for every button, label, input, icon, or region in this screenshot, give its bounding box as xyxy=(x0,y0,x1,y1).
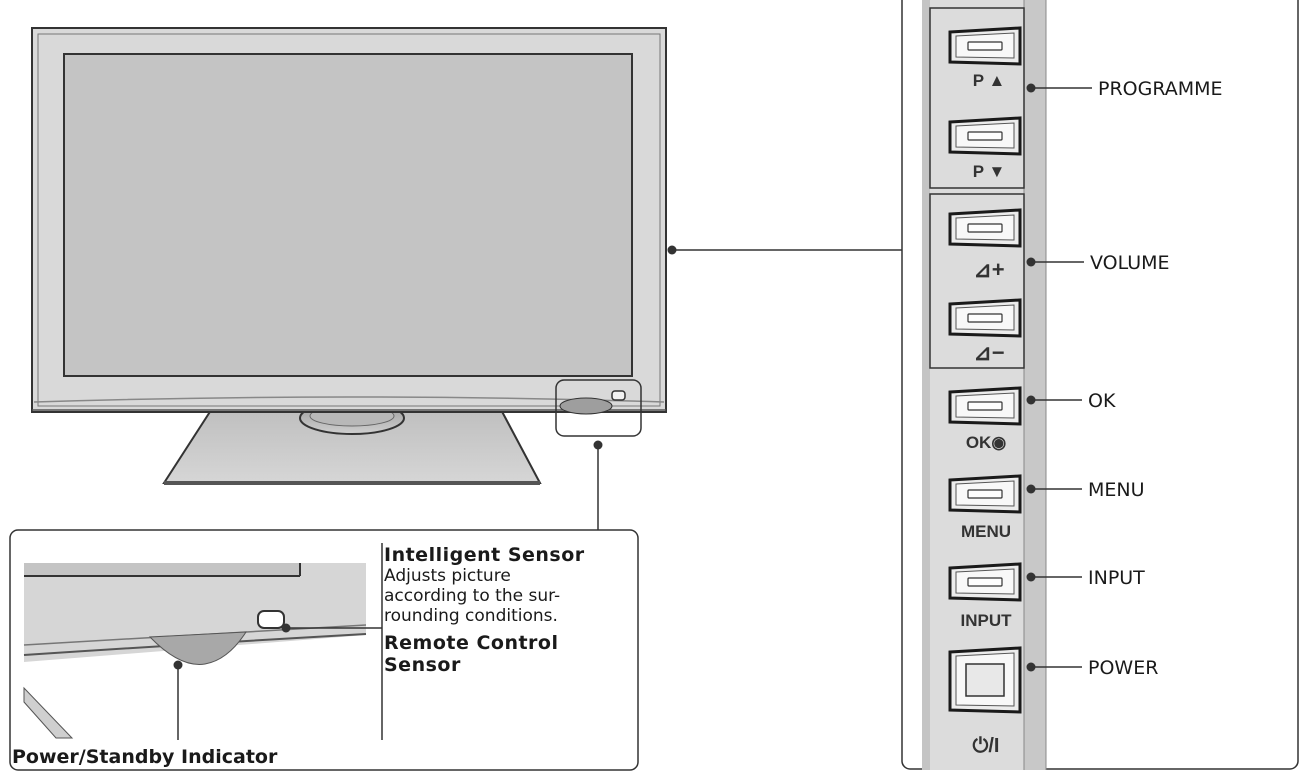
panel-button-label-vol-down: ⊿− xyxy=(973,340,1004,365)
callout-label-programme: PROGRAMME xyxy=(1098,78,1223,100)
callout-label-volume: VOLUME xyxy=(1090,252,1170,274)
panel-button-label-ok: OK◉ xyxy=(966,433,1007,452)
callout-power: POWER xyxy=(1026,657,1158,679)
callout-ok: OK xyxy=(1026,390,1116,412)
panel-button-vol-down[interactable]: ⊿− xyxy=(948,298,1022,365)
panel-button-label-power: ⏻/I xyxy=(973,735,1000,757)
callout-menu: MENU xyxy=(1026,479,1145,501)
intelligent-sensor-desc-line: rounding conditions. xyxy=(384,606,558,626)
programme-group-frame xyxy=(929,7,1025,189)
panel-button-power[interactable]: ⏻/I xyxy=(948,646,1022,757)
panel-button-label-input: INPUT xyxy=(961,611,1013,630)
detail-indicator-lens xyxy=(148,631,247,665)
tv-front xyxy=(31,27,902,530)
intelligent-sensor-desc-line: according to the sur- xyxy=(384,586,561,606)
callout-label-input: INPUT xyxy=(1088,567,1145,589)
remote-sensor-title-line: Sensor xyxy=(384,654,461,676)
volume-group-frame xyxy=(929,193,1025,369)
remote-sensor-title-line: Remote Control xyxy=(384,632,559,654)
panel-button-input[interactable]: INPUT xyxy=(948,562,1022,630)
panel-button-vol-up[interactable]: ⊿+ xyxy=(948,208,1022,282)
front-indicator-lens xyxy=(559,397,613,415)
panel-button-p-down[interactable]: P ▼ xyxy=(948,116,1022,181)
tv-screen xyxy=(63,53,633,377)
callout-label-power: POWER xyxy=(1088,657,1158,679)
panel-button-label-menu: MENU xyxy=(961,522,1011,541)
panel-button-label-vol-up: ⊿+ xyxy=(973,257,1004,282)
front-sensor-window xyxy=(611,390,626,401)
panel-button-label-p-down: P ▼ xyxy=(973,162,1006,181)
panel-button-label-p-up: P ▲ xyxy=(973,71,1006,90)
panel-strip-left-edge xyxy=(922,0,930,770)
callout-label-menu: MENU xyxy=(1088,479,1145,501)
panel-button-ok[interactable]: OK◉ xyxy=(948,386,1022,452)
power-indicator-label: Power/Standby Indicator xyxy=(12,746,278,768)
callout-programme: PROGRAMME xyxy=(1026,78,1223,100)
panel-button-p-up[interactable]: P ▲ xyxy=(948,26,1022,90)
callout-volume: VOLUME xyxy=(1026,252,1170,274)
intelligent-sensor-desc-line: Adjusts picture xyxy=(384,566,511,586)
callout-input: INPUT xyxy=(1026,567,1145,589)
panel-button-menu[interactable]: MENU xyxy=(948,474,1022,541)
side-control-panel: P ▲ P ▼ ⊿+ ⊿− OK◉ MENU INPUT ⏻/I PROGRAMME VOLUM… xyxy=(901,0,1299,770)
sensor-detail-box: Power/Standby Indicator xyxy=(9,529,639,771)
detail-sensor-window xyxy=(257,610,285,629)
intelligent-sensor-title: Intelligent Sensor xyxy=(384,544,585,566)
sensor-highlight-box xyxy=(555,379,642,437)
callout-label-ok: OK xyxy=(1088,390,1116,412)
